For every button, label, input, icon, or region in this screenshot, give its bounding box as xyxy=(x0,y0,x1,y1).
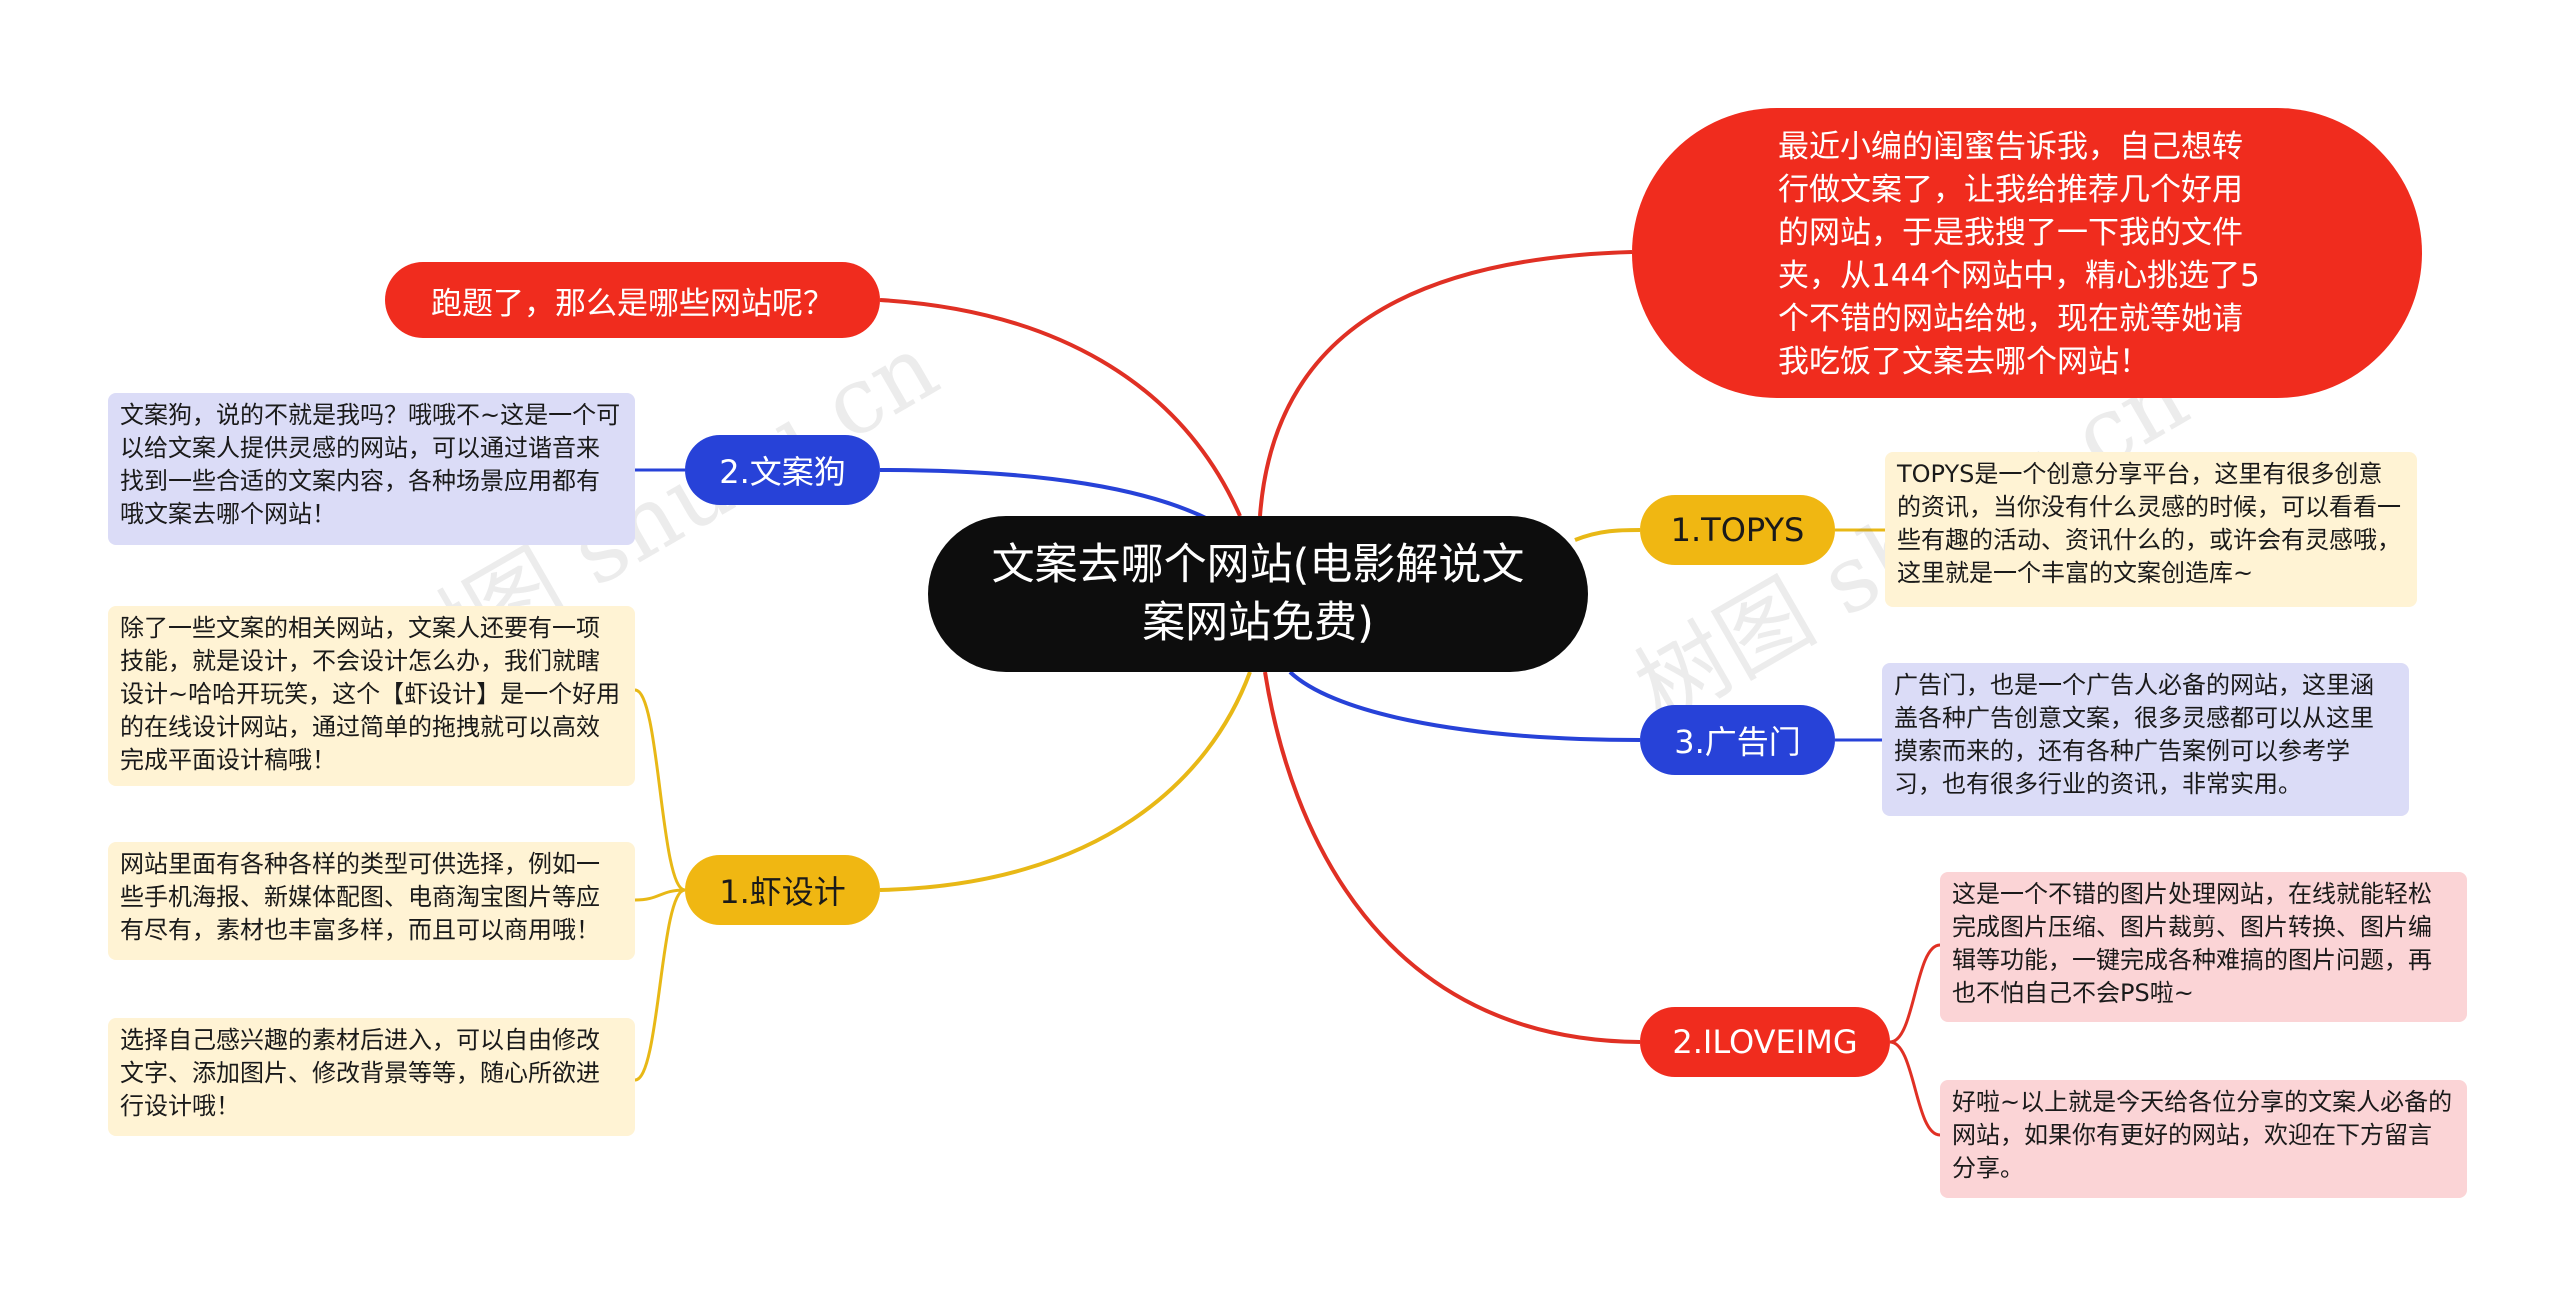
digress-topic[interactable]: 跑题了，那么是哪些网站呢？ xyxy=(385,262,880,338)
leaf-guanggaomen[interactable]: 广告门，也是一个广告人必备的网站，这里涵盖各种广告创意文案，很多灵感都可以从这里… xyxy=(1882,663,2409,816)
leaf-guanggaomen-text: 广告门，也是一个广告人必备的网站，这里涵盖各种广告创意文案，很多灵感都可以从这里… xyxy=(1894,671,2374,798)
leaf-topys-text: TOPYS是一个创意分享平台，这里有很多创意的资讯，当你没有什么灵感的时候，可以… xyxy=(1897,460,2401,587)
edge-xiasheji-leaf2 xyxy=(634,888,686,902)
edge-iloveimg-leaf2 xyxy=(1889,1040,1941,1137)
branch-guanggaomen-label: 3.广告门 xyxy=(1674,723,1801,761)
leaf-iloveimg-1[interactable]: 这是一个不错的图片处理网站，在线就能轻松完成图片压缩、图片裁剪、图片转换、图片编… xyxy=(1940,872,2467,1022)
edge-root-iloveimg xyxy=(1263,671,1641,1044)
branch-topys-label: 1.TOPYS xyxy=(1670,511,1805,549)
branch-guanggaomen[interactable]: 3.广告门 xyxy=(1640,705,1835,775)
edge-root-wenangou xyxy=(879,468,1211,522)
intro-text: 最近小编的闺蜜告诉我，自己想转行做文案了，让我给推荐几个好用的网站，于是我搜了一… xyxy=(1778,129,2260,380)
leaf-wenangou[interactable]: 文案狗，说的不就是我吗？哦哦不~这是一个可以给文案人提供灵感的网站，可以通过谐音… xyxy=(108,393,635,545)
edge-xiasheji-leaf1 xyxy=(634,688,686,892)
root-topic[interactable]: 文案去哪个网站(电影解说文案网站免费) xyxy=(928,516,1588,672)
leaf-xiasheji-2-text: 网站里面有各种各样的类型可供选择，例如一些手机海报、新媒体配图、电商淘宝图片等应… xyxy=(120,850,600,944)
branch-wenangou-label: 2.文案狗 xyxy=(719,453,846,491)
leaf-xiasheji-3-text: 选择自己感兴趣的素材后进入，可以自由修改文字、添加图片、修改背景等等，随心所欲进… xyxy=(120,1026,600,1120)
leaf-xiasheji-1-text: 除了一些文案的相关网站，文案人还要有一项技能，就是设计，不会设计怎么办，我们就瞎… xyxy=(120,614,621,774)
leaf-xiasheji-1[interactable]: 除了一些文案的相关网站，文案人还要有一项技能，就是设计，不会设计怎么办，我们就瞎… xyxy=(108,606,635,786)
edge-root-xiasheji xyxy=(879,671,1252,892)
leaf-topys[interactable]: TOPYS是一个创意分享平台，这里有很多创意的资讯，当你没有什么灵感的时候，可以… xyxy=(1885,452,2417,607)
edge-iloveimg-leaf1 xyxy=(1889,943,1941,1044)
branch-iloveimg-label: 2.ILOVEIMG xyxy=(1672,1023,1858,1061)
branch-topys[interactable]: 1.TOPYS xyxy=(1640,495,1835,565)
leaf-iloveimg-1-text: 这是一个不错的图片处理网站，在线就能轻松完成图片压缩、图片裁剪、图片转换、图片编… xyxy=(1952,880,2432,1007)
root-topic-label: 文案去哪个网站(电影解说文案网站免费) xyxy=(991,540,1525,648)
intro-bubble[interactable]: 最近小编的闺蜜告诉我，自己想转行做文案了，让我给推荐几个好用的网站，于是我搜了一… xyxy=(1632,108,2422,398)
branch-wenangou[interactable]: 2.文案狗 xyxy=(685,435,880,505)
branch-xiasheji[interactable]: 1.虾设计 xyxy=(685,855,880,925)
leaf-iloveimg-2-text: 好啦~以上就是今天给各位分享的文案人必备的网站，如果你有更好的网站，欢迎在下方留… xyxy=(1952,1088,2453,1182)
leaf-wenangou-text: 文案狗，说的不就是我吗？哦哦不~这是一个可以给文案人提供灵感的网站，可以通过谐音… xyxy=(120,401,621,528)
edge-xiasheji-leaf3 xyxy=(634,888,686,1082)
edge-root-guanggaomen xyxy=(1288,670,1641,742)
branch-iloveimg[interactable]: 2.ILOVEIMG xyxy=(1640,1007,1890,1077)
branch-xiasheji-label: 1.虾设计 xyxy=(719,873,846,911)
leaf-xiasheji-2[interactable]: 网站里面有各种各样的类型可供选择，例如一些手机海报、新媒体配图、电商淘宝图片等应… xyxy=(108,842,635,960)
edge-root-digress xyxy=(879,298,1242,517)
digress-text: 跑题了，那么是哪些网站呢？ xyxy=(431,285,834,322)
edge-root-topys xyxy=(1574,528,1641,542)
leaf-xiasheji-3[interactable]: 选择自己感兴趣的素材后进入，可以自由修改文字、添加图片、修改背景等等，随心所欲进… xyxy=(108,1018,635,1136)
leaf-iloveimg-2[interactable]: 好啦~以上就是今天给各位分享的文案人必备的网站，如果你有更好的网站，欢迎在下方留… xyxy=(1940,1080,2467,1198)
edge-root-intro xyxy=(1258,250,1633,517)
